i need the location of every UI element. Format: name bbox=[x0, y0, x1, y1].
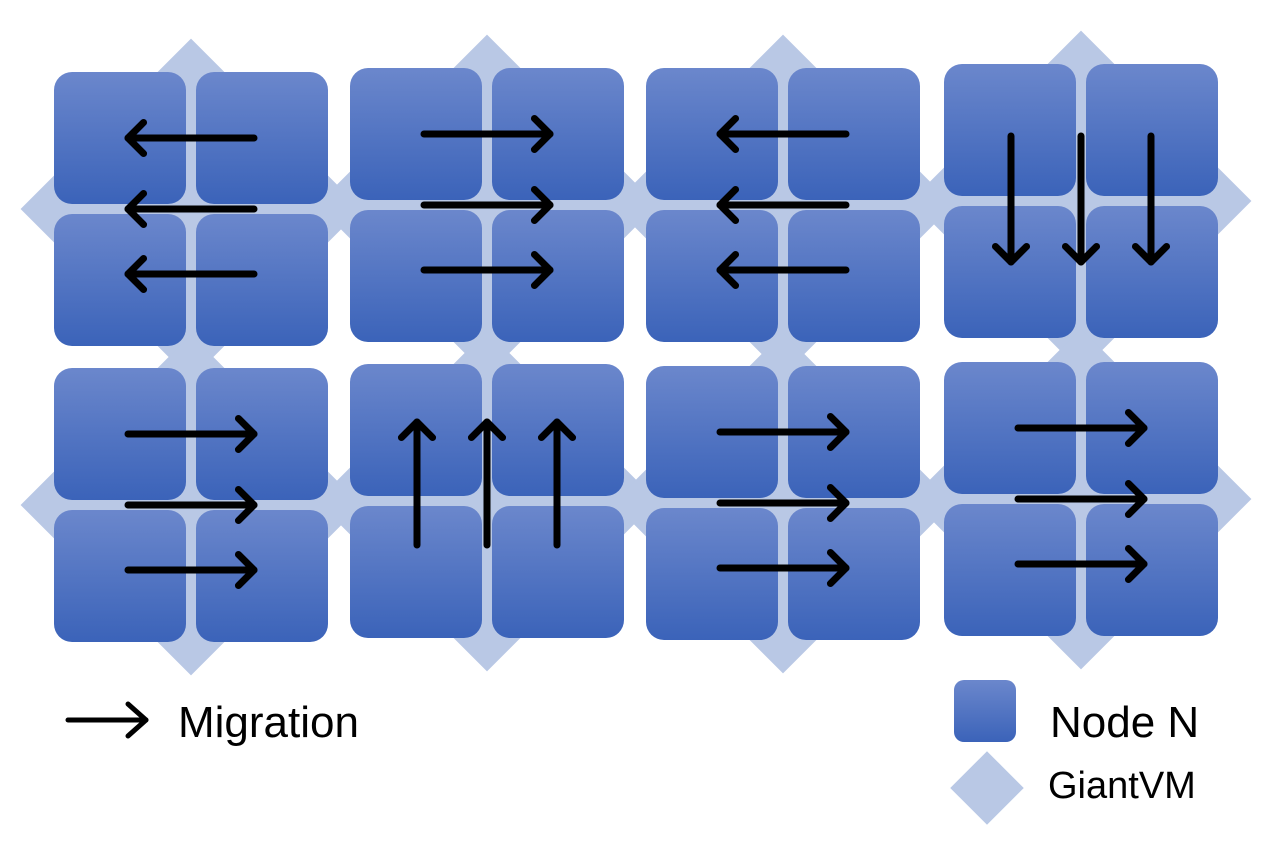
node bbox=[1086, 362, 1218, 494]
node bbox=[1086, 504, 1218, 636]
node bbox=[54, 72, 186, 204]
migration-arrow bbox=[124, 254, 258, 294]
node bbox=[196, 510, 328, 642]
node bbox=[350, 68, 482, 200]
migration-arrow bbox=[1014, 544, 1148, 584]
migration-arrow bbox=[124, 485, 258, 525]
node-group-r1c4 bbox=[944, 64, 1218, 338]
nodes-layer bbox=[54, 64, 1218, 642]
node bbox=[944, 206, 1076, 338]
node bbox=[492, 506, 624, 638]
migration-arrow bbox=[1061, 132, 1101, 266]
migration-arrow bbox=[1014, 408, 1148, 448]
node bbox=[54, 214, 186, 346]
migration-arrow bbox=[716, 548, 850, 588]
migration-arrow bbox=[537, 418, 577, 549]
node bbox=[54, 368, 186, 500]
migration-arrow bbox=[420, 114, 554, 154]
migration-arrow bbox=[991, 132, 1031, 266]
node bbox=[492, 210, 624, 342]
migration-arrow bbox=[420, 250, 554, 290]
node bbox=[1086, 64, 1218, 196]
legend-giantvm-label: GiantVM bbox=[1048, 765, 1196, 807]
legend-node-label: Node N bbox=[1050, 698, 1199, 747]
diamond-icon bbox=[950, 751, 1024, 825]
migration-arrow bbox=[467, 418, 507, 549]
migration-arrow bbox=[124, 118, 258, 158]
node-group-r1c3 bbox=[646, 68, 920, 342]
migration-arrow bbox=[124, 414, 258, 454]
node bbox=[788, 210, 920, 342]
migration-arrow bbox=[124, 189, 258, 229]
node bbox=[646, 508, 778, 640]
migration-arrows-r2c2 bbox=[397, 418, 577, 549]
node bbox=[944, 64, 1076, 196]
node bbox=[944, 362, 1076, 494]
migration-arrow bbox=[716, 250, 850, 290]
arrow-right-icon bbox=[65, 701, 149, 739]
migration-arrows-r1c2 bbox=[420, 114, 554, 290]
node bbox=[646, 210, 778, 342]
node bbox=[944, 504, 1076, 636]
node bbox=[196, 214, 328, 346]
node-group-r1c1 bbox=[54, 72, 328, 346]
migration-arrow bbox=[1014, 479, 1148, 519]
node bbox=[492, 68, 624, 200]
node-group-r2c1 bbox=[54, 368, 328, 642]
migration-arrow bbox=[124, 550, 258, 590]
legend: Migration Node N GiantVM bbox=[65, 680, 1199, 825]
migration-arrows-r1c4 bbox=[991, 132, 1171, 266]
migration-arrow bbox=[716, 114, 850, 154]
migration-arrows-r2c4 bbox=[1014, 408, 1148, 584]
node bbox=[196, 368, 328, 500]
node-group-r2c4 bbox=[944, 362, 1218, 636]
migration-arrows-layer bbox=[124, 114, 1171, 590]
node bbox=[196, 72, 328, 204]
rounded-square-icon bbox=[954, 680, 1016, 742]
migration-arrows-r1c1 bbox=[124, 118, 258, 294]
node bbox=[788, 68, 920, 200]
node bbox=[788, 366, 920, 498]
node bbox=[788, 508, 920, 640]
migration-arrow bbox=[716, 483, 850, 523]
migration-arrows-r2c1 bbox=[124, 414, 258, 590]
migration-arrow bbox=[397, 418, 437, 549]
node bbox=[646, 366, 778, 498]
migration-arrow bbox=[420, 185, 554, 225]
migration-arrow bbox=[716, 412, 850, 452]
node-group-r2c3 bbox=[646, 366, 920, 640]
node bbox=[1086, 206, 1218, 338]
node bbox=[646, 68, 778, 200]
migration-arrows-r1c3 bbox=[716, 114, 850, 290]
migration-arrows-r2c3 bbox=[716, 412, 850, 588]
migration-arrow bbox=[716, 185, 850, 225]
legend-migration: Migration bbox=[65, 698, 359, 747]
node-group-r1c2 bbox=[350, 68, 624, 342]
node bbox=[54, 510, 186, 642]
migration-arrow bbox=[1131, 132, 1171, 266]
node bbox=[350, 506, 482, 638]
legend-giantvm: GiantVM bbox=[950, 751, 1196, 825]
legend-migration-label: Migration bbox=[178, 698, 359, 747]
legend-node: Node N bbox=[954, 680, 1199, 747]
node bbox=[350, 210, 482, 342]
